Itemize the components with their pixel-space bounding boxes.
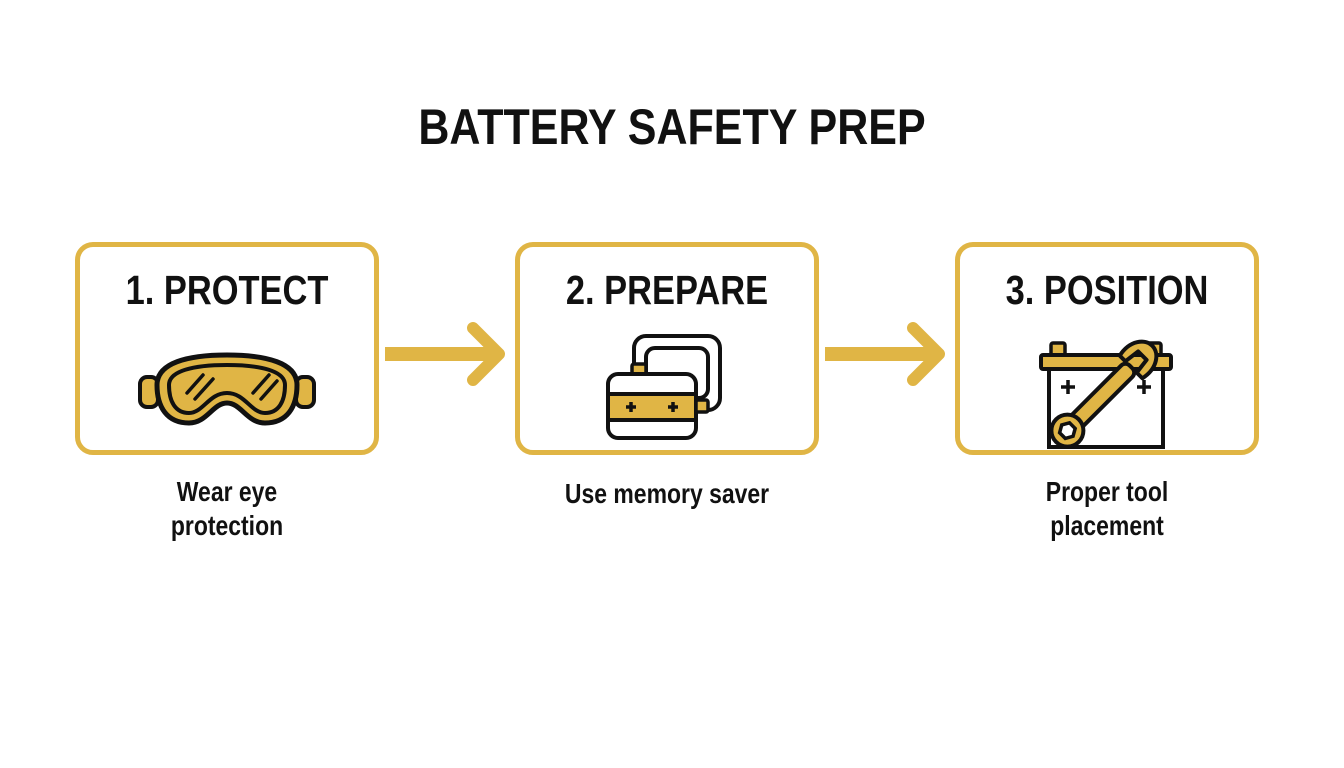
step-title: 1. PROTECT <box>125 267 329 313</box>
battery-wrench-icon <box>1037 325 1177 458</box>
arrow-right-icon <box>385 322 510 391</box>
caption-protect: Wear eye protection <box>102 475 351 543</box>
step-box-position: 3. POSITION <box>955 242 1259 455</box>
caption-line: Proper tool <box>1045 476 1169 507</box>
diagram-title: BATTERY SAFETY PREP <box>418 99 926 155</box>
step-box-prepare: 2. PREPARE <box>515 242 819 455</box>
caption-position: Proper tool placement <box>982 475 1231 543</box>
step-title: 3. POSITION <box>1005 267 1209 313</box>
caption-line: placement <box>1050 510 1164 541</box>
step-title: 2. PREPARE <box>565 267 769 313</box>
caption-line: Use memory saver <box>564 478 770 509</box>
caption-prepare: Use memory saver <box>542 477 791 511</box>
caption-line: Wear eye <box>176 476 278 507</box>
battery-memory-saver-icon <box>602 332 732 449</box>
arrow-right-icon <box>825 322 950 391</box>
caption-line: protection <box>170 510 284 541</box>
safety-goggles-icon <box>137 345 317 440</box>
step-box-protect: 1. PROTECT <box>75 242 379 455</box>
